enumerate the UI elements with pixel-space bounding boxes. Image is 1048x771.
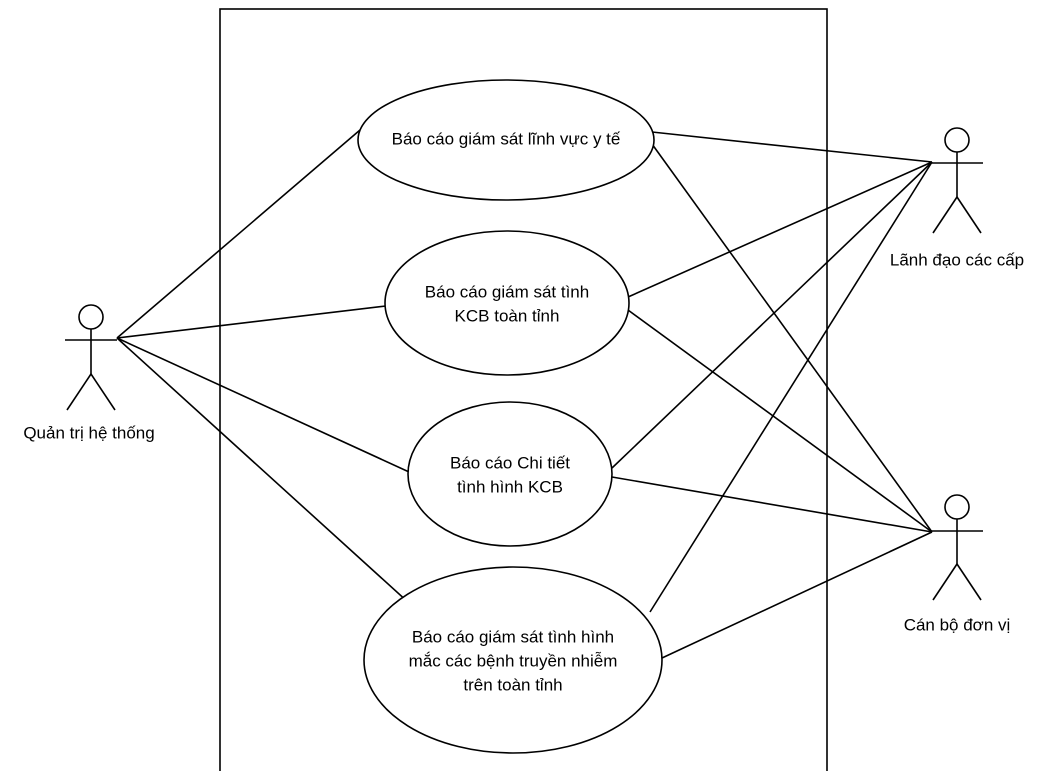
- use-case-label: Báo cáo giám sát tình hình: [412, 627, 614, 646]
- use-case-label: mắc các bệnh truyền nhiễm: [409, 651, 618, 670]
- actor-label: Quản trị hệ thống: [23, 423, 154, 442]
- use-case-1[interactable]: Báo cáo giám sát lĩnh vực y tế: [357, 79, 655, 201]
- use-case-4[interactable]: Báo cáo giám sát tình hình mắc các bệnh …: [363, 566, 663, 754]
- stick-figure-icon: [65, 304, 117, 411]
- actor-label: Lãnh đạo các cấp: [890, 250, 1024, 269]
- use-case-label: Báo cáo Chi tiết: [450, 453, 570, 472]
- assoc-admin-uc2: [116, 305, 387, 339]
- stick-figure-icon: [931, 494, 983, 601]
- assoc-uc1-leaders: [651, 131, 933, 163]
- use-case-label: tình hình KCB: [457, 477, 563, 496]
- assoc-uc4-leaders: [649, 161, 933, 613]
- use-case-ellipse: [407, 401, 613, 547]
- associations: [116, 129, 933, 659]
- actor-admin[interactable]: Quản trị hệ thống: [23, 304, 155, 442]
- use-case-ellipse: [384, 230, 630, 376]
- assoc-admin-uc1: [116, 129, 361, 339]
- assoc-uc3-leaders: [611, 161, 933, 469]
- use-case-label: Báo cáo giám sát tình: [425, 282, 589, 301]
- use-case-ellipse: [363, 566, 663, 754]
- assoc-uc2-staff: [627, 309, 933, 533]
- use-case-label: Báo cáo giám sát lĩnh vực y tế: [392, 129, 621, 148]
- assoc-admin-uc4: [116, 337, 410, 604]
- use-case-ellipse: [357, 79, 655, 201]
- assoc-admin-uc3: [116, 337, 421, 478]
- use-case-label: trên toàn tỉnh: [463, 675, 562, 694]
- system-boundary: [219, 8, 828, 771]
- stick-figure-icon: [931, 127, 983, 234]
- actor-leaders[interactable]: Lãnh đạo các cấp: [890, 127, 1024, 269]
- use-case-2[interactable]: Báo cáo giám sát tình KCB toàn tỉnh: [384, 230, 630, 376]
- assoc-uc3-staff: [611, 476, 933, 533]
- use-case-label: KCB toàn tỉnh: [455, 306, 560, 325]
- use-case-3[interactable]: Báo cáo Chi tiết tình hình KCB: [407, 401, 613, 547]
- actor-staff[interactable]: Cán bộ đơn vị: [904, 494, 1011, 634]
- assoc-uc2-leaders: [627, 161, 933, 298]
- assoc-uc1-staff: [651, 143, 933, 533]
- actor-label: Cán bộ đơn vị: [904, 615, 1011, 634]
- assoc-uc4-staff: [661, 531, 933, 659]
